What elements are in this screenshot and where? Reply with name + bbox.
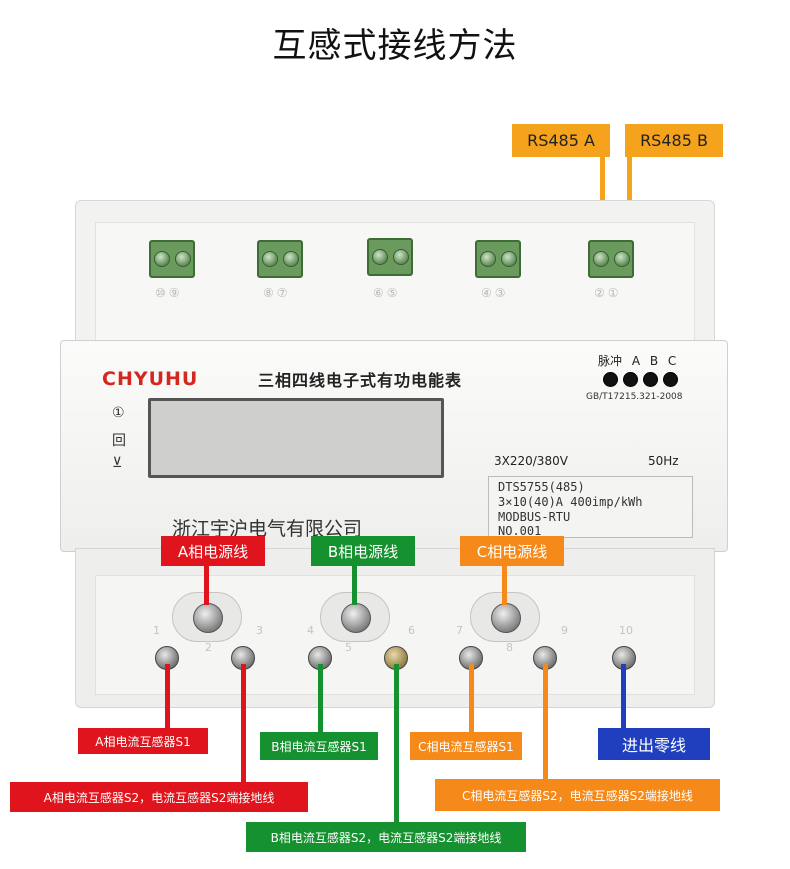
bottom-terminal-number: 8 — [506, 641, 513, 654]
neutral-label: 进出零线 — [598, 728, 710, 760]
brand-logo: CHYUHU — [102, 368, 199, 390]
b-ct-s2-wire — [394, 664, 399, 824]
a-ct-s2-label: A相电流互感器S2，电流互感器S2端接地线 — [10, 782, 308, 812]
top-terminal-block — [367, 238, 413, 276]
top-terminal-number: ④③ — [481, 286, 509, 300]
symbol-icon: ① — [112, 405, 125, 421]
top-terminal-block — [257, 240, 303, 278]
rs485-b-wire — [627, 157, 632, 202]
bottom-terminal-number: 4 — [307, 624, 314, 637]
c-ct-s1-label: C相电流互感器S1 — [410, 732, 522, 760]
company-name: 浙江宇沪电气有限公司 — [172, 518, 363, 540]
a-ct-s1-label: A相电流互感器S1 — [78, 728, 208, 754]
bottom-terminal-number: 9 — [561, 624, 568, 637]
standard-text: GB/T17215.321-2008 — [586, 392, 683, 402]
top-terminal-block — [475, 240, 521, 278]
meter-name: 三相四线电子式有功电能表 — [258, 371, 463, 390]
rating-line: DTS5755(485) — [498, 480, 585, 494]
a-power-wire — [204, 565, 209, 605]
indicator-leds — [603, 372, 678, 387]
c-ct-s2-wire — [543, 664, 548, 780]
c-ct-s1-wire — [469, 664, 474, 734]
bottom-terminal-number: 6 — [408, 624, 415, 637]
rs485-a-label: RS485 A — [512, 124, 610, 157]
frequency-spec: 50Hz — [648, 454, 679, 468]
bottom-terminal-number: 10 — [619, 624, 633, 637]
bottom-terminal-number: 3 — [256, 624, 263, 637]
bottom-terminal-number: 1 — [153, 624, 160, 637]
rating-line: MODBUS-RTU — [498, 510, 571, 524]
phase-a-led — [623, 372, 638, 387]
phase-c-led — [663, 372, 678, 387]
a-ct-s1-wire — [165, 664, 170, 730]
a-ct-s2-wire — [241, 664, 246, 784]
b-power-label: B相电源线 — [311, 536, 415, 566]
symbol-icon: 回 — [112, 433, 126, 449]
b-ct-s2-label: B相电流互感器S2，电流互感器S2端接地线 — [246, 822, 526, 852]
bottom-terminal-number: 5 — [345, 641, 352, 654]
c-power-wire — [502, 565, 507, 605]
pulse-led — [603, 372, 618, 387]
pulse-label: 脉冲 A B C — [598, 354, 677, 368]
top-terminal-number: ⑧⑦ — [263, 286, 291, 300]
bottom-terminal-number: 2 — [205, 641, 212, 654]
rating-label — [488, 476, 693, 538]
b-power-wire — [352, 565, 357, 605]
rs485-b-label: RS485 B — [625, 124, 723, 157]
terminal-4-screw — [308, 646, 332, 670]
top-terminal-number: ⑥⑤ — [373, 286, 401, 300]
top-terminal-block — [588, 240, 634, 278]
top-terminal-number: ⑩⑨ — [155, 286, 183, 300]
phase-b-led — [643, 372, 658, 387]
rating-line: NO.001 — [498, 524, 542, 538]
a-power-label: A相电源线 — [161, 536, 265, 566]
symbol-icon: ⊻ — [112, 455, 123, 471]
neutral-wire — [621, 664, 626, 730]
c-power-label: C相电源线 — [460, 536, 564, 566]
voltage-spec: 3X220/380V — [494, 454, 568, 468]
top-terminal-number: ②① — [594, 286, 622, 300]
rs485-a-wire — [600, 157, 605, 202]
page-title: 互感式接线方法 — [272, 26, 518, 66]
b-ct-s1-wire — [318, 664, 323, 734]
b-ct-s1-label: B相电流互感器S1 — [260, 732, 378, 760]
c-ct-s2-label: C相电流互感器S2，电流互感器S2端接地线 — [435, 779, 720, 811]
lcd-display — [148, 398, 444, 478]
rating-line: 3×10(40)A 400imp/kWh — [498, 495, 643, 509]
bottom-terminal-number: 7 — [456, 624, 463, 637]
top-terminal-block — [149, 240, 195, 278]
